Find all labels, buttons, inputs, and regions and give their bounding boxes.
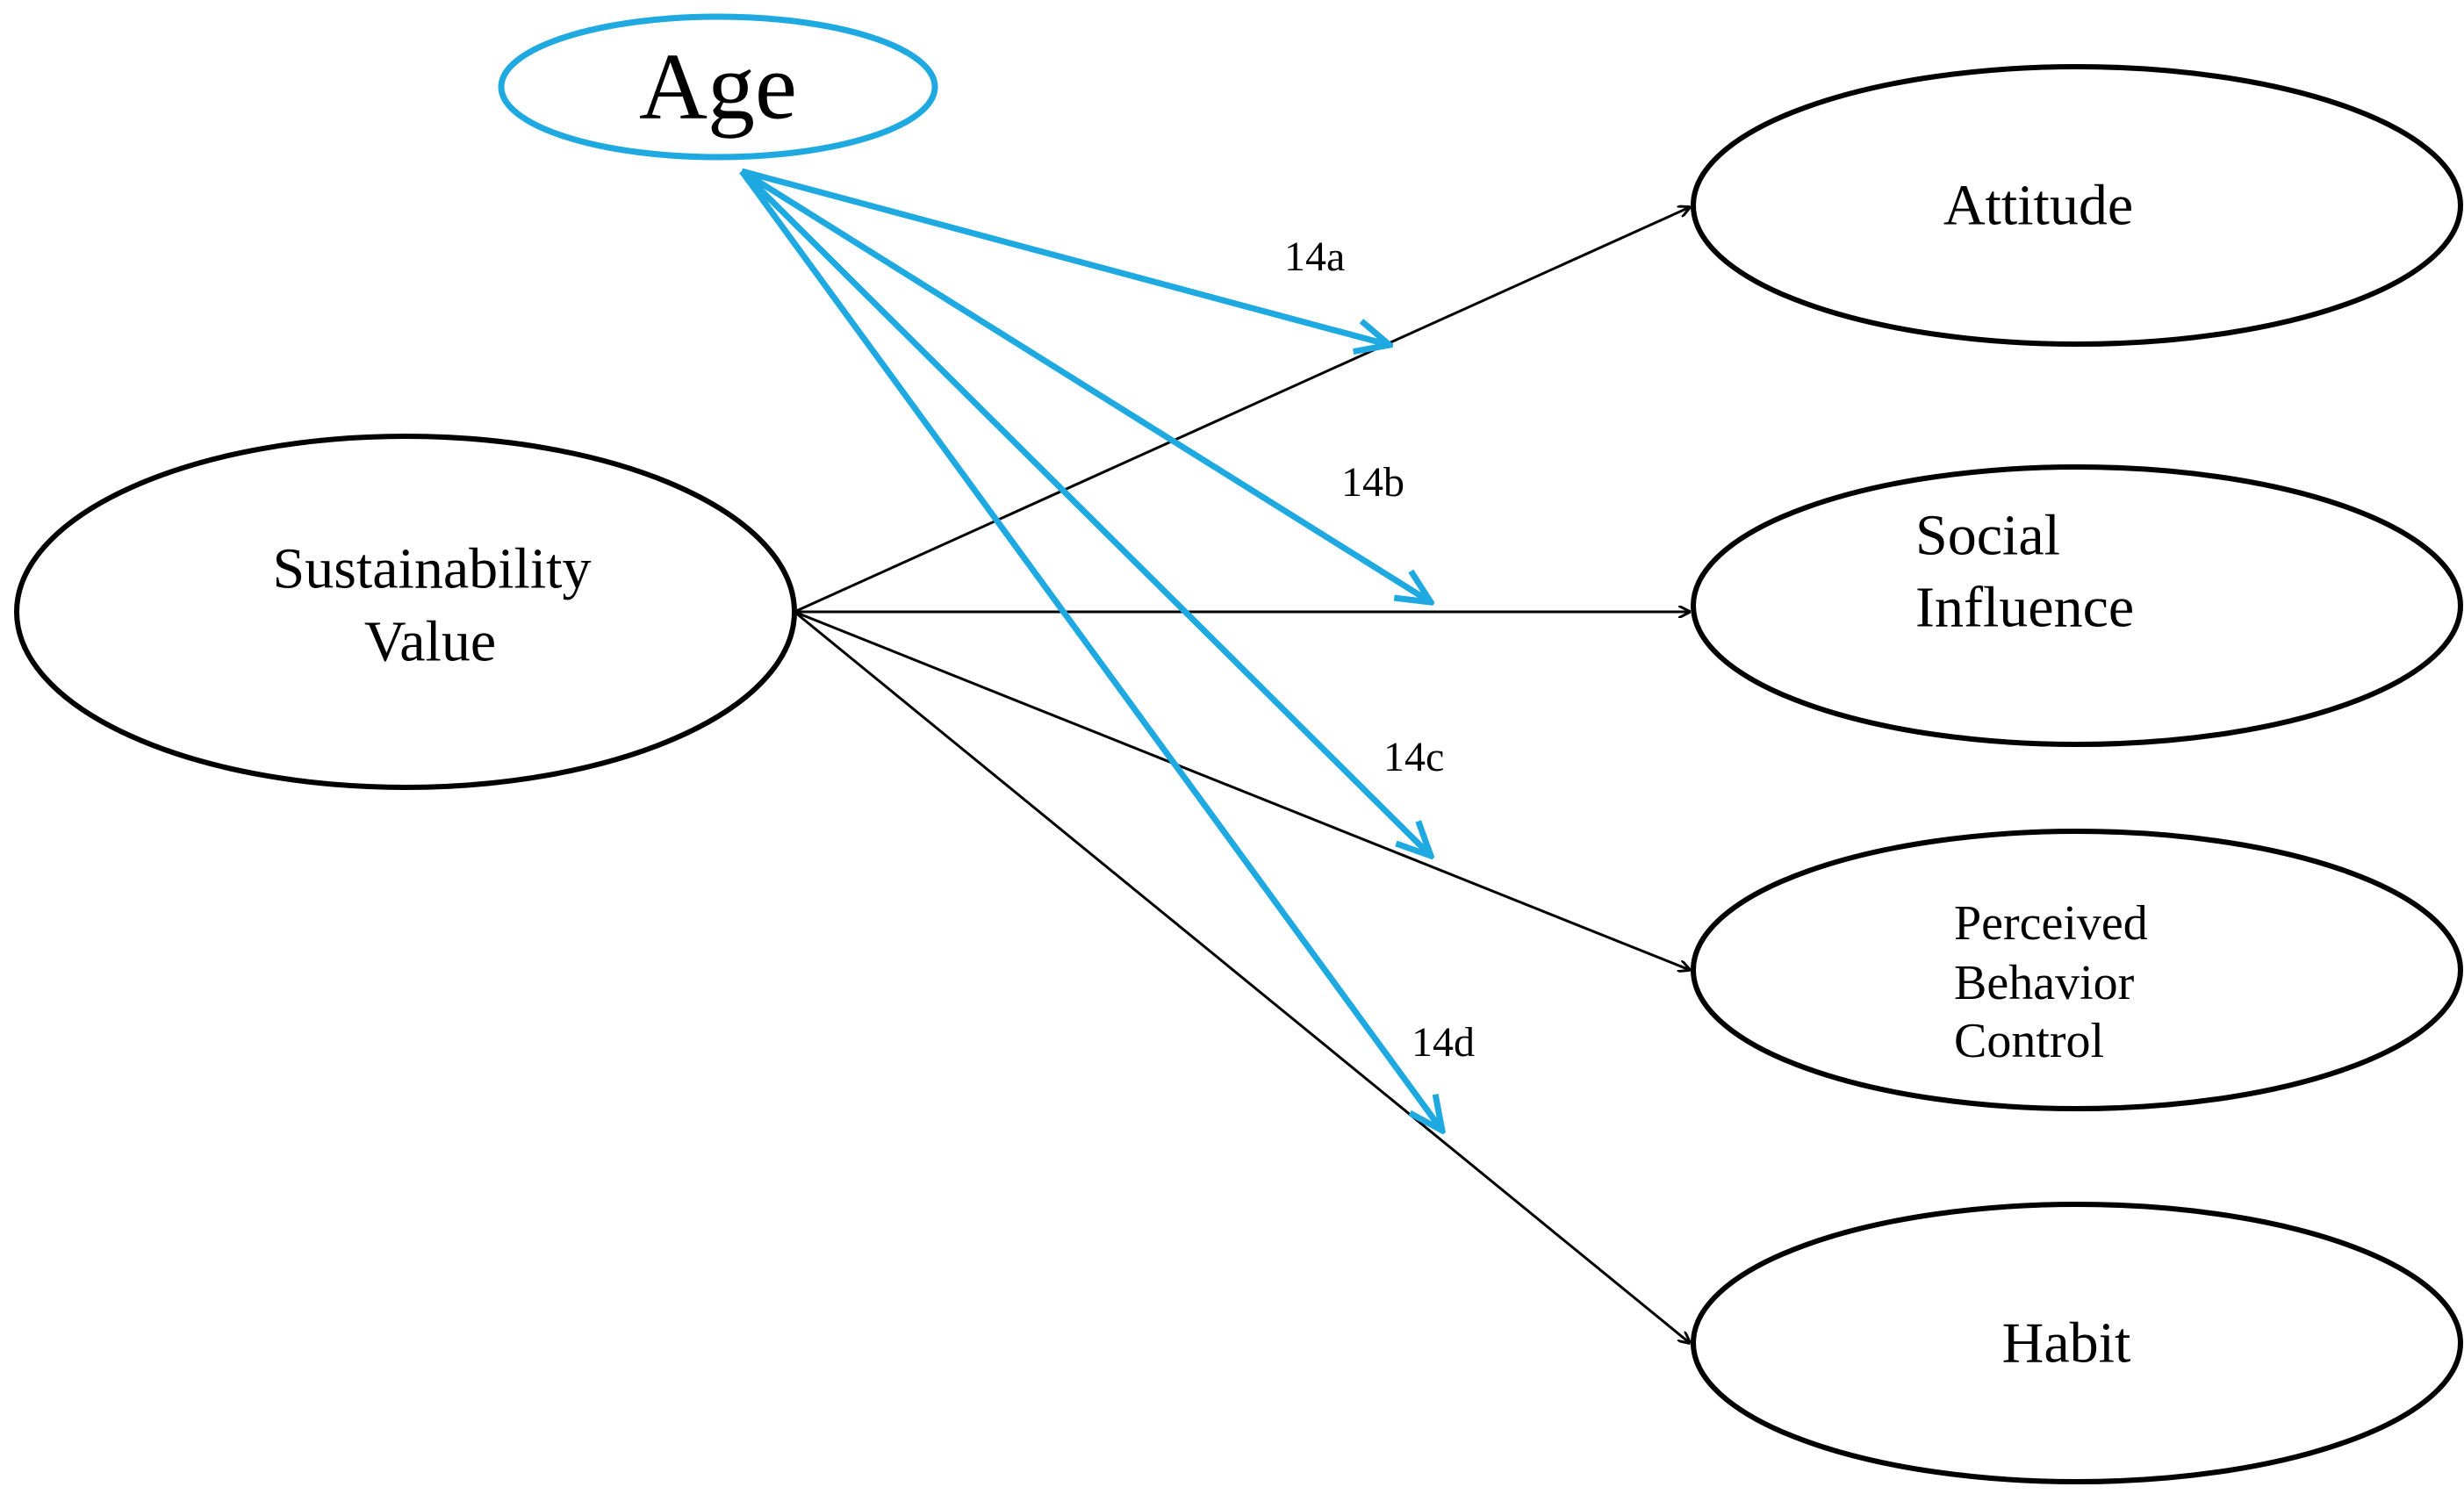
path-sv-perceived-behavior-control <box>794 610 1690 970</box>
moderation-path-14d <box>739 169 1442 1131</box>
hypothesis-label-14b: 14b <box>1341 459 1404 506</box>
social-influence-label-line1: Social <box>1915 504 2060 568</box>
attitude-label: Attitude <box>1943 174 2133 238</box>
age-node: Age <box>498 13 938 161</box>
perceived-behavior-control-label-line1: Perceived <box>1954 896 2148 951</box>
sustainability-value-node: Sustainability Value <box>14 434 797 790</box>
moderation-path-14a <box>741 168 1390 345</box>
hypothesis-label-14a: 14a <box>1284 233 1345 280</box>
habit-label: Habit <box>2002 1311 2131 1375</box>
hypothesis-label-14c: 14c <box>1383 734 1444 780</box>
moderation-path-14c <box>739 169 1431 856</box>
hypothesis-label-14d: 14d <box>1412 1019 1475 1066</box>
sustainability-value-label-line2: Value <box>364 610 496 674</box>
social-influence-node: Social Influence <box>1691 464 2463 747</box>
moderation-path-14b <box>740 169 1431 602</box>
attitude-node: Attitude <box>1691 64 2463 347</box>
path-sv-habit <box>794 610 1690 1343</box>
perceived-behavior-control-label-line3: Control <box>1954 1014 2104 1068</box>
sustainability-value-label-line1: Sustainability <box>273 537 592 601</box>
perceived-behavior-control-node: Perceived Behavior Control <box>1691 829 2463 1111</box>
social-influence-label-line2: Influence <box>1915 576 2134 640</box>
habit-node: Habit <box>1691 1202 2463 1484</box>
perceived-behavior-control-label-line2: Behavior <box>1954 956 2135 1010</box>
age-label: Age <box>639 35 797 140</box>
path-sv-attitude <box>794 207 1690 614</box>
